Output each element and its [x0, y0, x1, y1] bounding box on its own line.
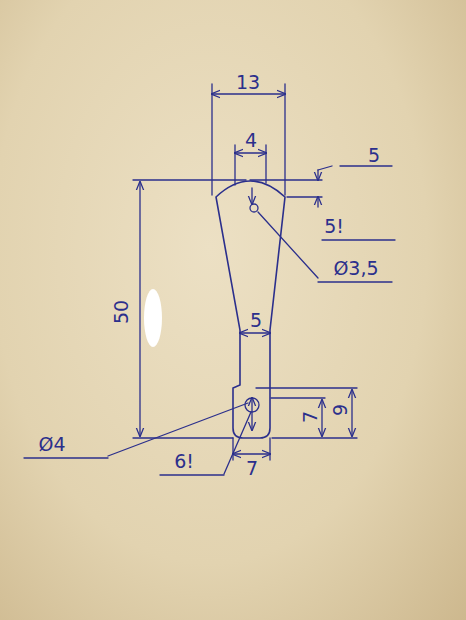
dimension-label: 9	[331, 403, 350, 417]
dimension-label: 7	[301, 410, 320, 424]
dimension-label: Ø4	[37, 435, 66, 454]
dimension-label: 6!	[173, 452, 195, 471]
dimension-label: 5	[367, 146, 381, 165]
dimension-label: 5	[249, 311, 263, 330]
dimension-label: 13	[235, 73, 261, 92]
dimension-label: 7	[245, 459, 259, 478]
dimension-label: 4	[244, 131, 258, 150]
dimension-label: Ø3,5	[332, 259, 379, 278]
white-blot	[144, 289, 162, 347]
dimension-label: 5!	[323, 217, 345, 236]
dimension-label: 50	[112, 299, 131, 325]
